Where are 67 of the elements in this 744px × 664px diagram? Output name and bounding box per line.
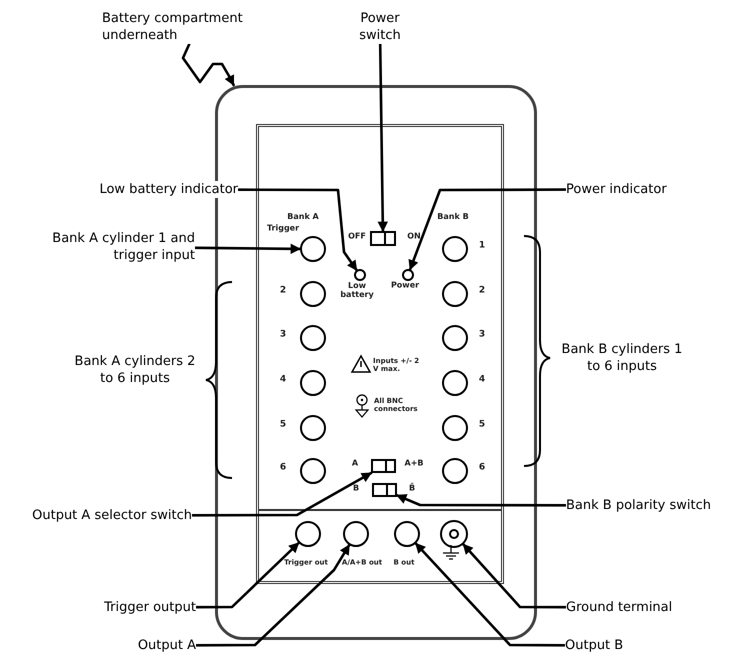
callout-text: Bank A cylinder 1 and trigger input	[51, 230, 195, 264]
bnc-socket	[442, 370, 468, 396]
leader-arrow	[414, 542, 566, 647]
channel-number: 4	[478, 373, 486, 386]
bnc-socket	[343, 521, 369, 547]
leader-arrow	[190, 472, 372, 517]
bnc-socket	[300, 325, 326, 351]
callout-text: Power indicator	[566, 181, 667, 198]
indicator-led	[354, 269, 366, 281]
channel-number: 2	[280, 284, 286, 298]
leader-arrow	[182, 42, 235, 86]
panel-label: A	[352, 458, 358, 468]
panel-label: Bank A	[287, 211, 319, 223]
panel-label: B	[352, 484, 360, 492]
callout-text: Battery compartment underneath	[102, 10, 244, 44]
bnc-socket	[300, 281, 326, 307]
channel-number: 2	[478, 284, 486, 298]
slide-switch	[372, 483, 397, 497]
channel-number: 3	[280, 328, 286, 342]
bnc-socket	[300, 415, 326, 441]
bnc-socket	[394, 521, 420, 547]
bnc-socket	[300, 370, 326, 396]
bnc-socket	[300, 236, 326, 262]
leader-arrow	[462, 543, 568, 608]
channel-number: 3	[478, 328, 486, 342]
ground-terminal	[440, 520, 468, 548]
leader-arrow	[236, 188, 358, 272]
callout-text: Bank B cylinders 1 to 6 inputs	[560, 341, 684, 375]
leader-arrow	[194, 544, 350, 647]
leader-arrow	[378, 42, 388, 232]
channel-number: 6	[478, 461, 486, 474]
callout-text: Ground terminal	[566, 599, 672, 616]
leader-arrow	[194, 244, 302, 254]
callout-text: Bank B polarity switch	[566, 497, 711, 514]
bnc-socket	[442, 458, 468, 484]
callout-text: Power switch	[358, 10, 402, 44]
power-slide-switch	[370, 231, 396, 246]
panel-label: ON	[407, 232, 421, 240]
callout-text: Trigger output	[104, 599, 196, 616]
panel-label: Low battery	[339, 281, 375, 299]
leader-arrow	[194, 542, 300, 608]
panel-label: Power	[390, 280, 420, 290]
bnc-socket	[442, 325, 468, 351]
indicator-led	[402, 269, 414, 281]
callout-text: Output A selector switch	[32, 507, 192, 524]
callout-text: Output B	[565, 637, 624, 654]
bnc-socket	[442, 281, 468, 307]
callout-text: Low battery indicator	[99, 181, 238, 198]
leader-arrow	[396, 494, 568, 507]
bnc-socket	[442, 415, 468, 441]
channel-number: 5	[280, 418, 286, 432]
channel-number: 4	[280, 373, 286, 386]
bnc-socket	[442, 236, 468, 262]
panel-label: OFF	[348, 232, 366, 240]
panel-label: A+B	[404, 458, 424, 468]
leader-arrow	[408, 188, 568, 271]
callout-text: Output A	[138, 637, 196, 654]
channel-number: 6	[280, 461, 286, 474]
slide-switch	[371, 459, 396, 473]
panel-label: Bank B	[437, 211, 469, 223]
bnc-socket	[300, 458, 326, 484]
callout-text: Bank A cylinders 2 to 6 inputs	[74, 353, 196, 387]
channel-number: 5	[478, 418, 486, 432]
channel-number: 1	[478, 239, 486, 252]
bnc-socket	[295, 521, 321, 547]
panel-label: Trigger	[266, 224, 300, 232]
panel-label: B̄	[408, 484, 416, 492]
